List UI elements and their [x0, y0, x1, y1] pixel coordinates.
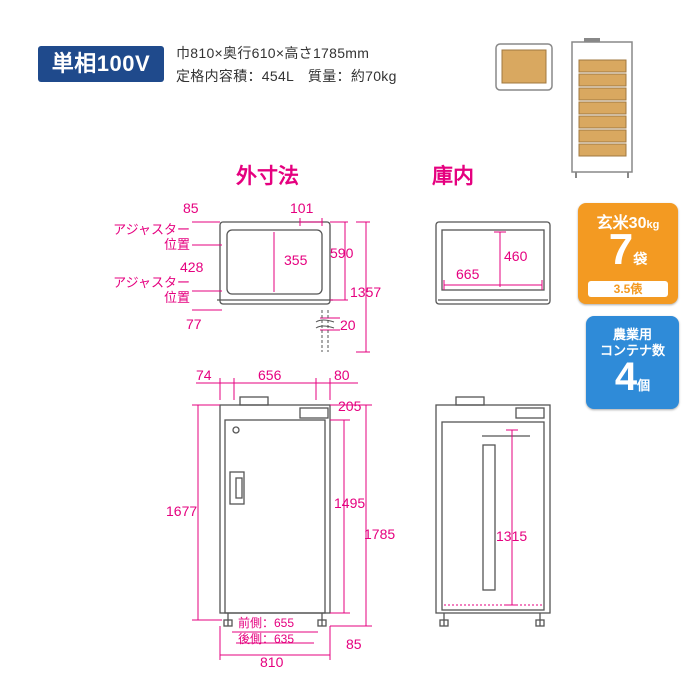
dim-front-205: 205 [338, 398, 362, 414]
power-badge: 単相100V [38, 46, 164, 82]
interior-top-dimension-lines [443, 231, 543, 290]
exterior-title: 外寸法 [236, 165, 299, 188]
rice-capacity-label: 玄米30kg [596, 215, 660, 232]
container-label-line1: 農業用 [612, 327, 652, 342]
dim-front-85: 85 [346, 636, 362, 652]
adjuster-label-top: アジャスター 位置 [113, 222, 190, 252]
adjuster-label-bottom: アジャスター 位置 [113, 275, 190, 305]
dim-front-80: 80 [334, 367, 350, 383]
dim-top-590: 590 [330, 245, 354, 261]
dim-front-1495: 1495 [334, 495, 366, 511]
dim-top-428: 428 [180, 259, 204, 275]
container-count: 4個 [614, 355, 651, 399]
exterior-top-view [217, 221, 333, 305]
dim-interior-460: 460 [504, 248, 528, 264]
exterior-top-dimension-lines [192, 218, 370, 353]
spec-dimensions: 巾810×奥行610×高さ1785mm [176, 45, 370, 61]
dim-interior-665: 665 [456, 266, 480, 282]
exterior-front-dimension-lines [192, 378, 372, 660]
dim-top-85: 85 [183, 200, 199, 216]
break-mark [315, 310, 335, 352]
exterior-front-view [219, 396, 331, 627]
rice-bale-count: 3.5俵 [588, 281, 668, 297]
dim-front-74: 74 [196, 367, 212, 383]
rice-capacity-badge: 玄米30kg 7袋 3.5俵 [578, 203, 678, 304]
dim-front-655: 前側：655 [238, 616, 295, 630]
rice-bag-count: 7袋 [608, 225, 648, 274]
dim-interior-1315: 1315 [496, 528, 528, 544]
dim-top-355: 355 [284, 252, 308, 268]
thumbnail-top-view [495, 43, 553, 91]
dim-back-635: 後側：635 [238, 632, 295, 646]
container-label-line2: コンテナ数 [599, 343, 665, 358]
dim-top-101: 101 [290, 200, 314, 216]
thumbnail-front-view [571, 38, 633, 178]
interior-front-dimension-lines [444, 429, 542, 606]
dim-front-1785: 1785 [364, 526, 396, 542]
dim-front-1677: 1677 [166, 503, 198, 519]
container-capacity-badge: 農業用 コンテナ数 4個 [586, 316, 679, 409]
interior-front-view [435, 396, 551, 627]
interior-title: 庫内 [432, 165, 474, 188]
dim-top-77: 77 [186, 316, 202, 332]
dim-front-810: 810 [260, 654, 284, 670]
dim-top-20: 20 [340, 317, 356, 333]
spec-capacity-weight: 定格内容積：454L 質量：約70kg [176, 68, 397, 84]
dim-front-656: 656 [258, 367, 282, 383]
interior-top-view [435, 221, 551, 305]
dim-top-1357: 1357 [350, 284, 382, 300]
